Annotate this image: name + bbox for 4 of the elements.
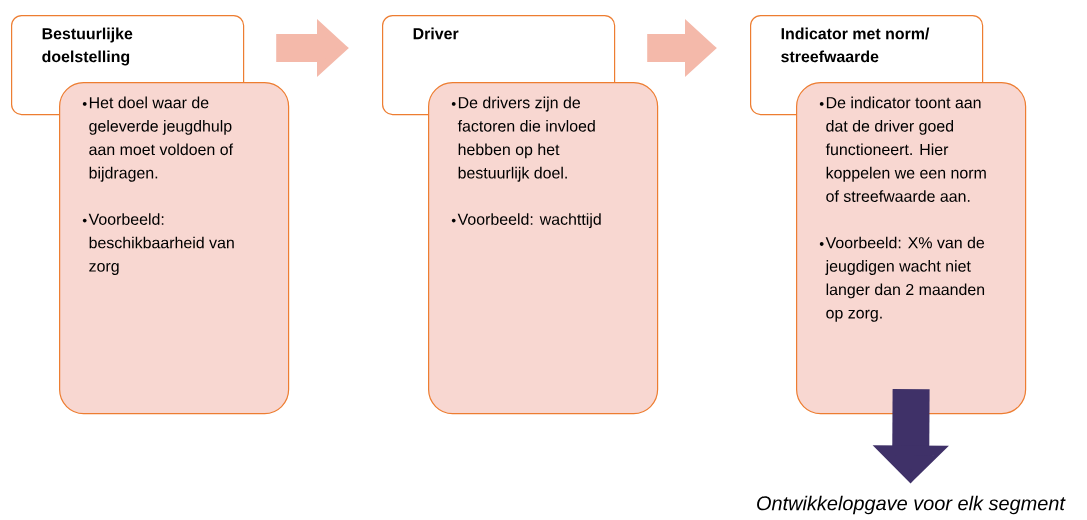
caption-text: Ontwikkelopgave voor elk segment	[757, 495, 1066, 515]
text-box: De indicator toont aan dat de driver goed functioneert. Hier koppelen we een norm of streefwaarde aan. Voorbeeld: X% van de jeugdigen wacht niet langer dan 2 maanden op zorg.	[796, 82, 1027, 415]
text-box: Het doel waar de geleverde jeugdhulp aan moet voldoen of bijdragen. Voorbeeld: beschikbaarheid van zorg	[59, 82, 290, 415]
text-box: De drivers zijn de factoren die invloed hebben op het bestuurlijk doel. Voorbeeld: wachttijd	[428, 82, 659, 415]
